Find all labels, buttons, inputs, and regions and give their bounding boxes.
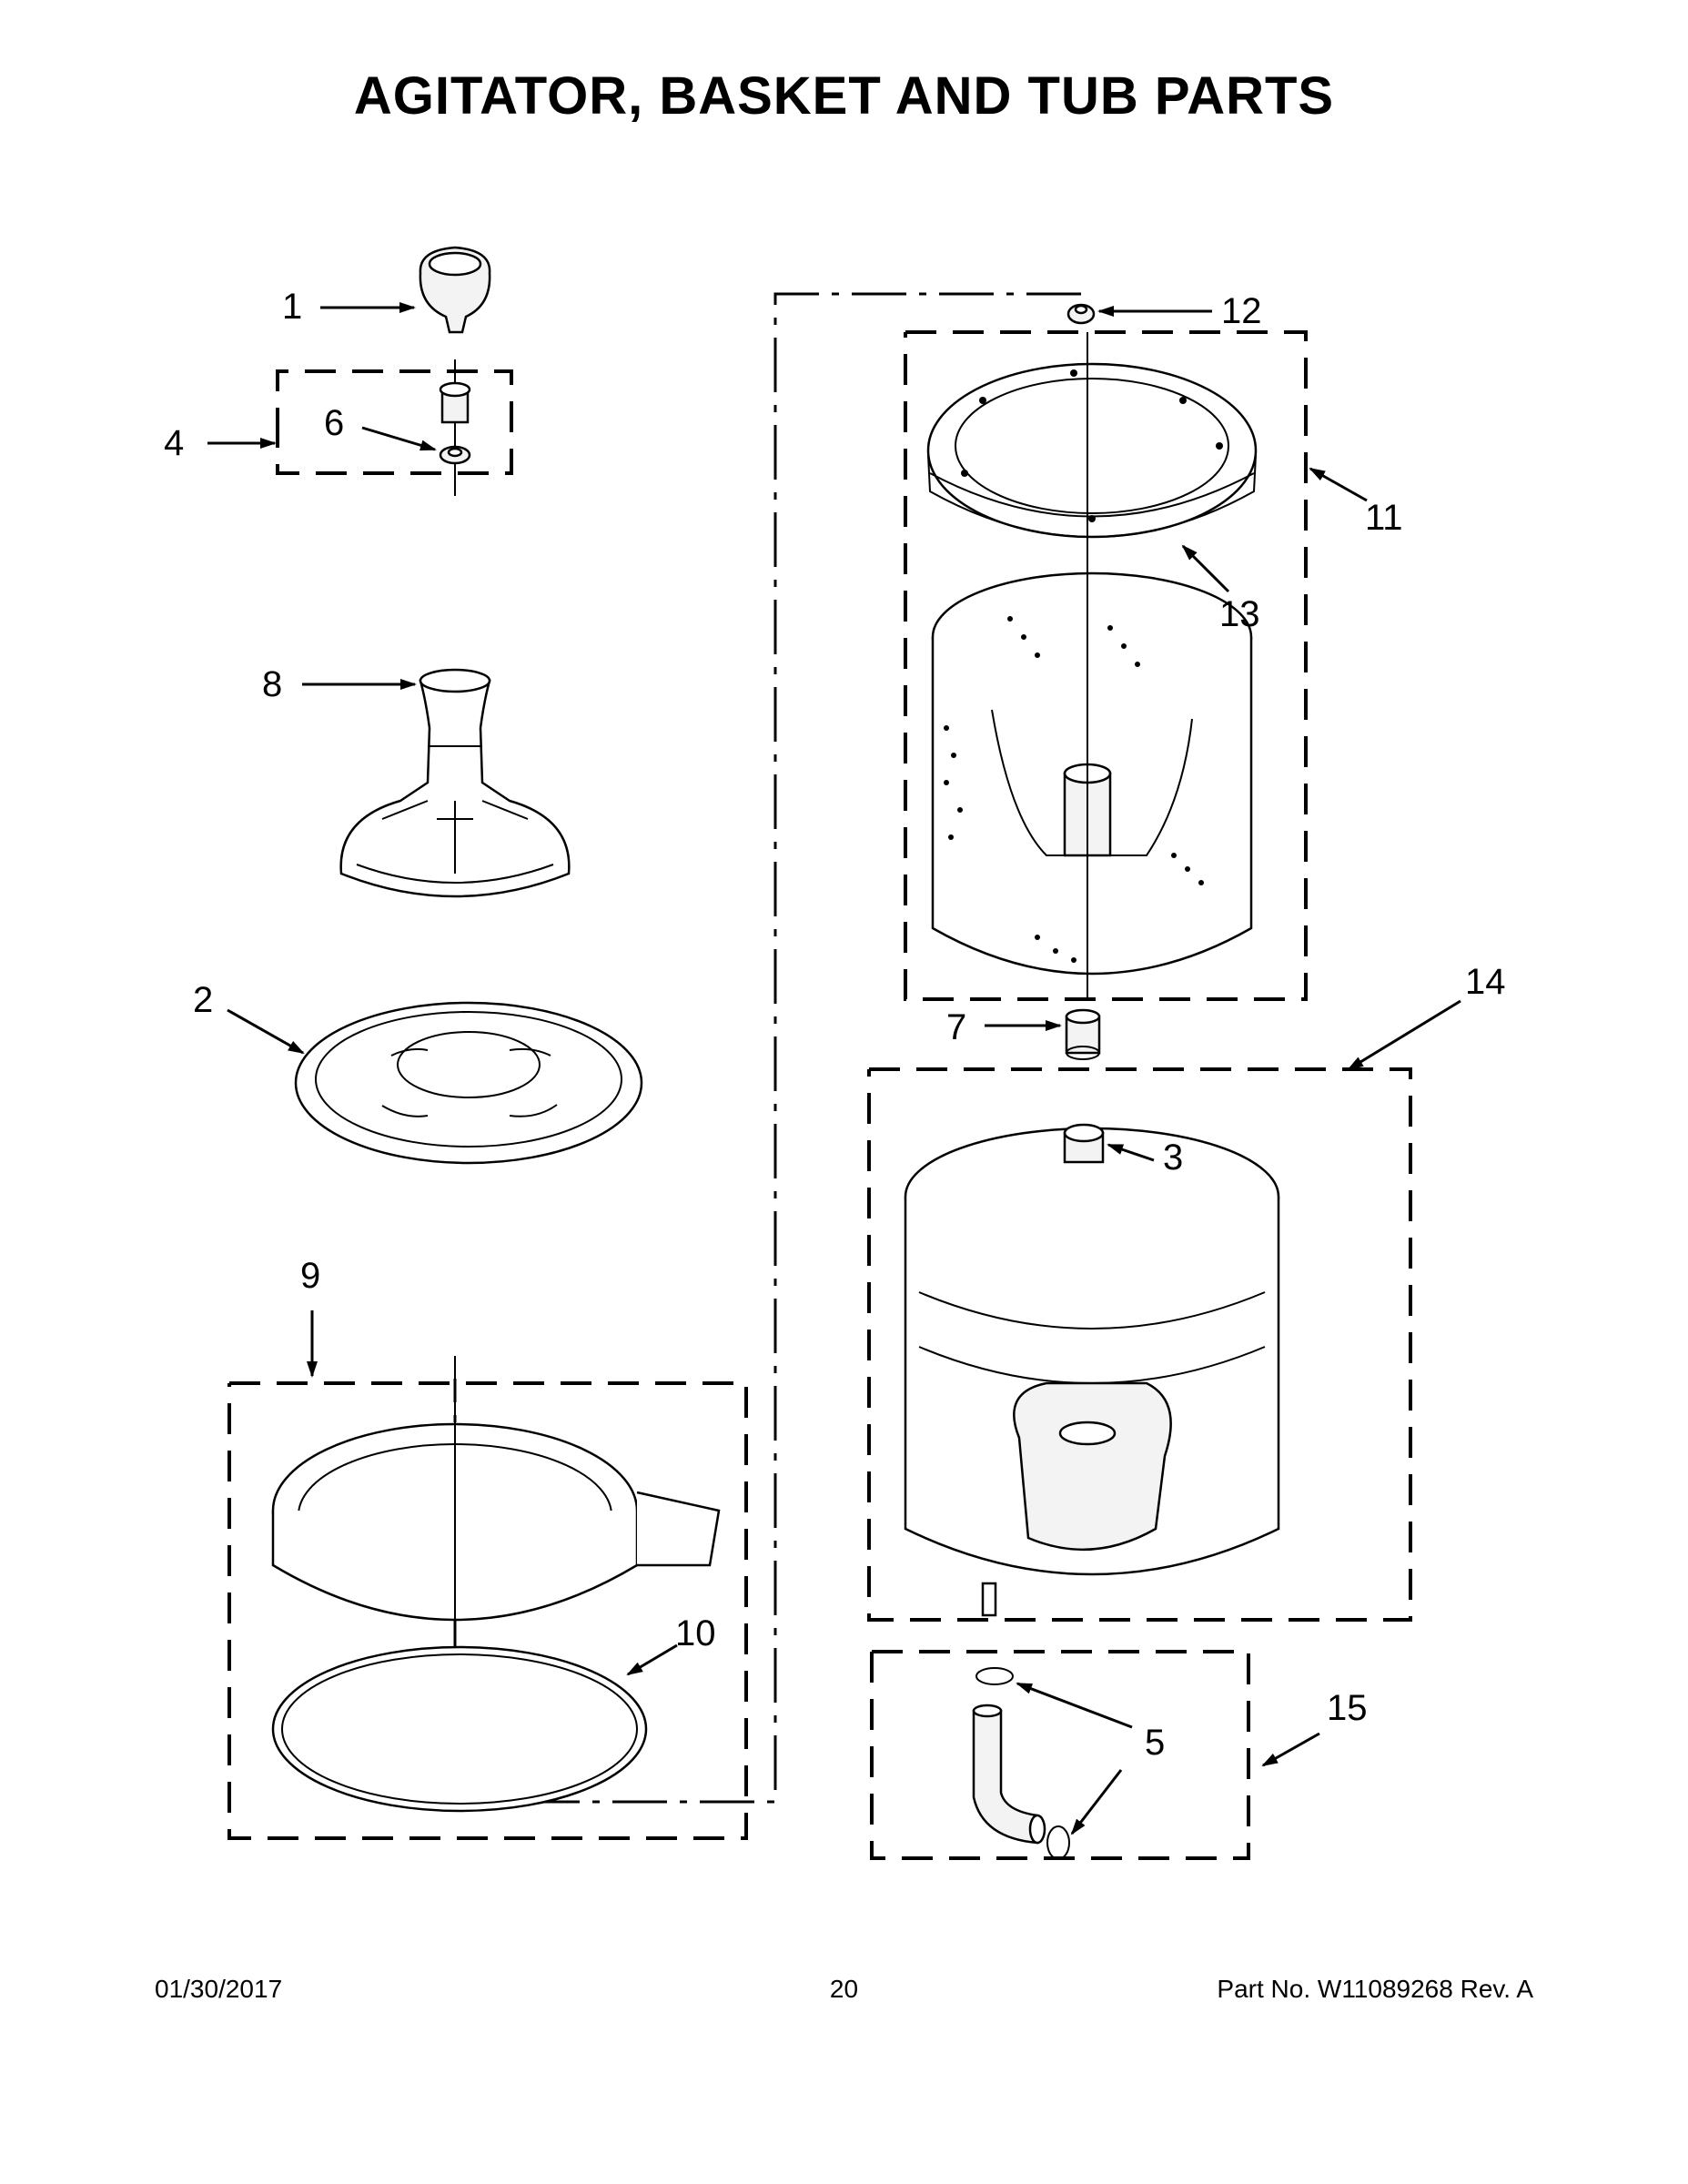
svg-text:5: 5 <box>1145 1723 1165 1763</box>
part-12-nut <box>1066 303 1096 325</box>
callout-5: 5 <box>1016 1682 1165 1835</box>
callout-4: 4 <box>164 423 277 463</box>
svg-text:14: 14 <box>1465 962 1506 1002</box>
part-9-tub-ring-box <box>227 1381 748 1840</box>
part-7-seal <box>1065 1008 1101 1060</box>
svg-text:12: 12 <box>1221 291 1262 331</box>
svg-text:9: 9 <box>300 1256 320 1296</box>
callout-6: 6 <box>324 403 437 451</box>
part-9-tub-ring <box>271 1356 721 1802</box>
svg-text:10: 10 <box>675 1613 716 1653</box>
svg-text:3: 3 <box>1163 1138 1183 1178</box>
callout-9: 9 <box>300 1256 320 1378</box>
svg-text:7: 7 <box>946 1007 966 1047</box>
part-11-basket <box>931 332 1253 999</box>
callout-8: 8 <box>262 664 417 704</box>
svg-text:13: 13 <box>1219 594 1260 634</box>
callout-7: 7 <box>946 1007 1062 1047</box>
callout-13: 13 <box>1181 544 1260 634</box>
page-title: AGITATOR, BASKET AND TUB PARTS <box>353 66 1335 126</box>
part-15-hose-box <box>870 1650 1250 1860</box>
footer-part-number: Part No. W11089268 Rev. A <box>1217 1975 1533 2003</box>
callout-14: 14 <box>1347 962 1506 1071</box>
svg-text:15: 15 <box>1327 1688 1368 1728</box>
part-3-hub-nut <box>1063 1123 1105 1164</box>
svg-text:1: 1 <box>282 287 302 327</box>
part-14-outer-tub <box>904 1127 1280 1617</box>
callout-10: 10 <box>626 1613 716 1676</box>
footer-page-number: 20 <box>829 1975 859 2003</box>
callout-2: 2 <box>193 980 305 1055</box>
part-14-tub-box <box>867 1067 1412 1622</box>
part-15-drain-hose <box>972 1704 1046 1845</box>
svg-text:6: 6 <box>324 403 344 443</box>
part-6-bolt-washer <box>439 359 471 496</box>
part-2-tub-cover <box>294 1001 643 1165</box>
svg-text:4: 4 <box>164 423 184 463</box>
callout-1: 1 <box>282 287 416 327</box>
callout-11: 11 <box>1309 467 1403 538</box>
callout-3: 3 <box>1107 1138 1183 1178</box>
part-1-agitator-cap <box>419 246 491 334</box>
part-11-basket-box <box>904 330 1308 1001</box>
part-10-hose-clamp-ring <box>271 1645 648 1813</box>
part-4-kit-box <box>276 369 513 475</box>
part-13-balance-ring <box>926 362 1258 539</box>
svg-text:2: 2 <box>193 980 213 1020</box>
callout-15: 15 <box>1261 1688 1368 1767</box>
svg-text:8: 8 <box>262 664 282 704</box>
part-8-agitator <box>339 668 571 898</box>
svg-text:11: 11 <box>1365 498 1403 538</box>
footer-date: 01/30/2017 <box>155 1975 283 2003</box>
part-5-hose-clamps <box>975 1667 1070 1860</box>
callout-12: 12 <box>1097 291 1262 331</box>
